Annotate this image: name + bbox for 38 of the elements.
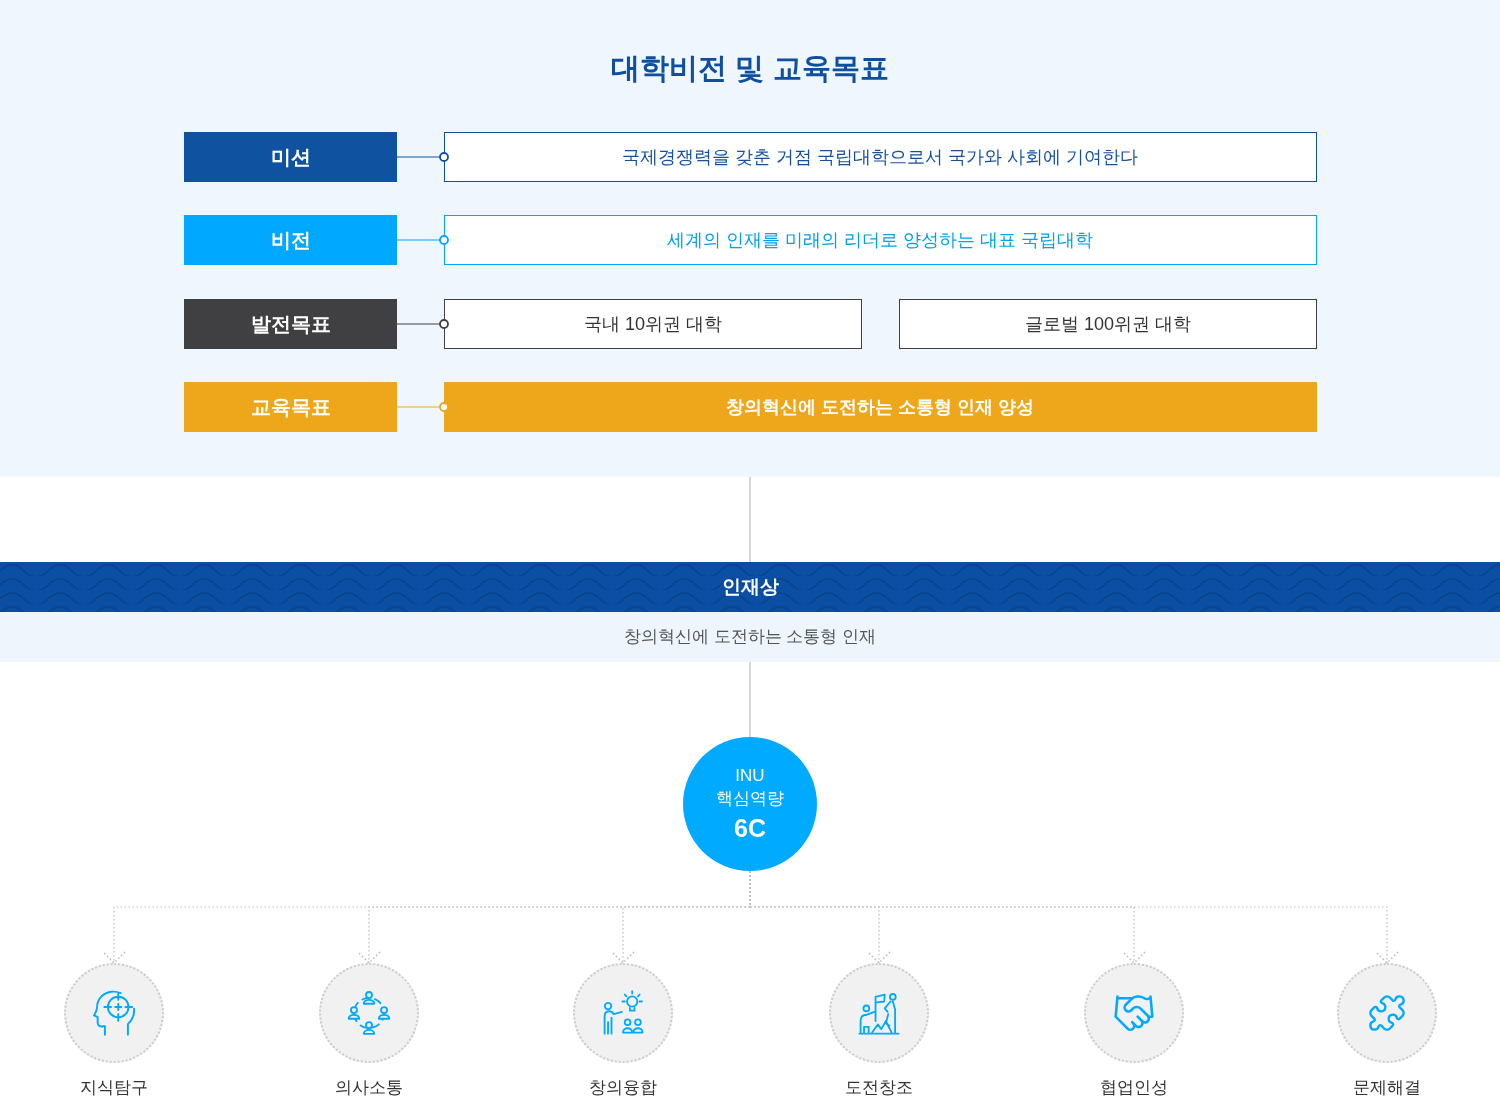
subtitle-text: 창의혁신에 도전하는 소통형 인재 <box>623 626 877 649</box>
connector-line <box>749 661 751 738</box>
category-label: 비전 <box>270 228 311 253</box>
category-box <box>184 382 397 432</box>
statement-box <box>444 299 862 349</box>
top-panel <box>0 0 1500 477</box>
statement-box <box>899 299 1317 349</box>
category-box <box>184 132 397 182</box>
circle-heading: 6C <box>734 813 766 844</box>
connector-line <box>396 235 449 245</box>
circle-caption: INU 핵심역량 <box>715 765 785 810</box>
panel-heading: 대학비전 및 교육목표 <box>611 51 889 86</box>
statement-text: 국내 10위권 대학 <box>584 312 722 336</box>
goal-bar <box>444 382 1317 432</box>
category-label: 미션 <box>270 145 311 170</box>
statement-box <box>444 215 1317 265</box>
competency-label: 의사소통 <box>335 1077 403 1099</box>
competency-label: 협업인성 <box>1100 1077 1168 1099</box>
competency-label: 도전창조 <box>845 1077 913 1099</box>
banner-band <box>0 562 1500 612</box>
statement-text: 국제경쟁력을 갖춘 거점 국립대학으로서 국가와 사회에 기여한다 <box>622 145 1139 169</box>
banner-title: 인재상 <box>721 574 779 599</box>
competency-label: 창의융합 <box>589 1077 657 1099</box>
connector-line <box>749 476 751 563</box>
goal-text: 창의혁신에 도전하는 소통형 인재 양성 <box>726 395 1035 419</box>
competency-label: 문제해결 <box>1353 1077 1421 1099</box>
category-box <box>184 299 397 349</box>
connector-line <box>396 402 449 412</box>
competency-label: 지식탐구 <box>80 1077 148 1099</box>
statement-text: 세계의 인재를 미래의 리더로 양성하는 대표 국립대학 <box>667 228 1094 252</box>
category-label: 발전목표 <box>250 312 331 337</box>
category-box <box>184 215 397 265</box>
subtitle-band <box>0 612 1500 662</box>
statement-text: 글로벌 100위권 대학 <box>1024 312 1191 336</box>
statement-box <box>444 132 1317 182</box>
connector-line <box>396 152 449 162</box>
connector-line <box>396 319 449 329</box>
category-label: 교육목표 <box>250 395 331 420</box>
